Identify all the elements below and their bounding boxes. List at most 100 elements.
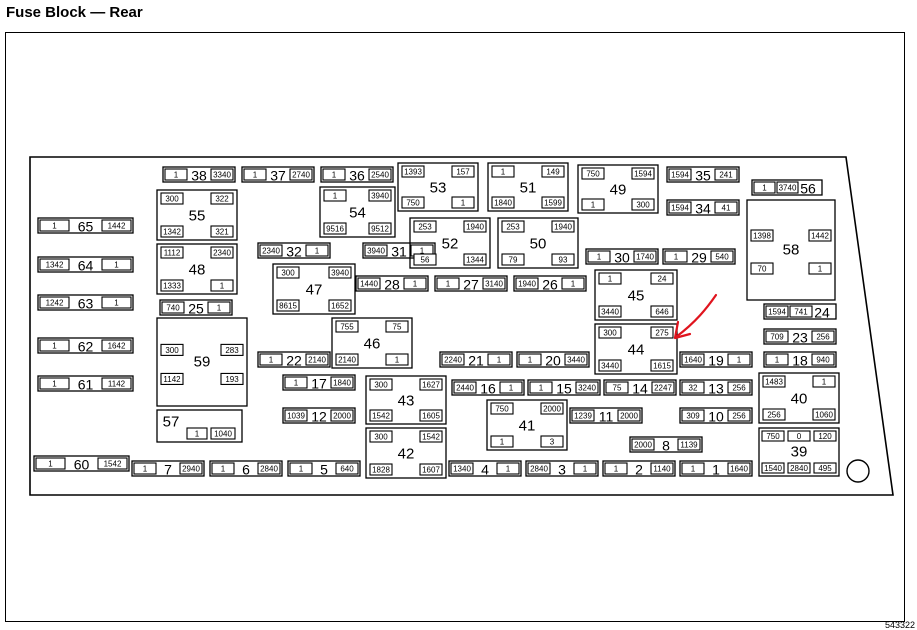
diagram-title: Fuse Block — Rear: [6, 4, 143, 21]
fuse-12-right-terminal: [330, 409, 354, 422]
relay-58-tr-terminal: [808, 229, 832, 242]
fuse-19-number: 19: [708, 353, 724, 369]
relay-46-bl-label: 2140: [338, 356, 356, 365]
relay-46-tr-label: 75: [393, 323, 402, 332]
relay-58-bl-terminal: [750, 262, 774, 275]
fuse-1-left-terminal: [681, 462, 705, 475]
relay-51-tr-terminal: [541, 165, 565, 178]
fuse-62-number: 62: [78, 339, 94, 355]
relay-50-br-terminal: [551, 253, 575, 266]
fuse-5-body: [287, 460, 361, 477]
fuse-60-right-terminal: [97, 457, 128, 470]
relay-59-body: [156, 317, 248, 407]
fuse-36-right-label: 2540: [371, 171, 389, 180]
fuse-12-body: [282, 407, 356, 424]
fuse-37-body: [241, 166, 315, 183]
fuse-24-right-terminal: [789, 305, 813, 318]
fuse-5-right-terminal: [335, 462, 359, 475]
fuse-15-number: 15: [556, 381, 572, 397]
fuse-32-number: 32: [286, 244, 302, 260]
relay-44-number: 44: [628, 342, 645, 359]
fuse-3-number: 3: [558, 462, 566, 478]
fuse-62-right-terminal: [101, 339, 132, 352]
fuse-8-right-terminal: [677, 438, 701, 451]
relay-40-tl-label: 1483: [765, 378, 783, 387]
relay-51-number: 51: [520, 180, 537, 197]
fuse-57-left-label: 1: [195, 430, 200, 439]
fuse-38-left-label: 1: [174, 171, 179, 180]
relay-52-body: [409, 217, 491, 269]
fuse-19-body: [679, 351, 753, 368]
fuse-13-left-label: 32: [689, 384, 698, 393]
relay-40-number: 40: [791, 391, 808, 408]
fuse-28-body: [355, 275, 429, 292]
relay-53-br-label: 1: [461, 199, 466, 208]
fuse-18-body: [763, 351, 837, 368]
fuse-19-left-terminal: [681, 353, 705, 366]
